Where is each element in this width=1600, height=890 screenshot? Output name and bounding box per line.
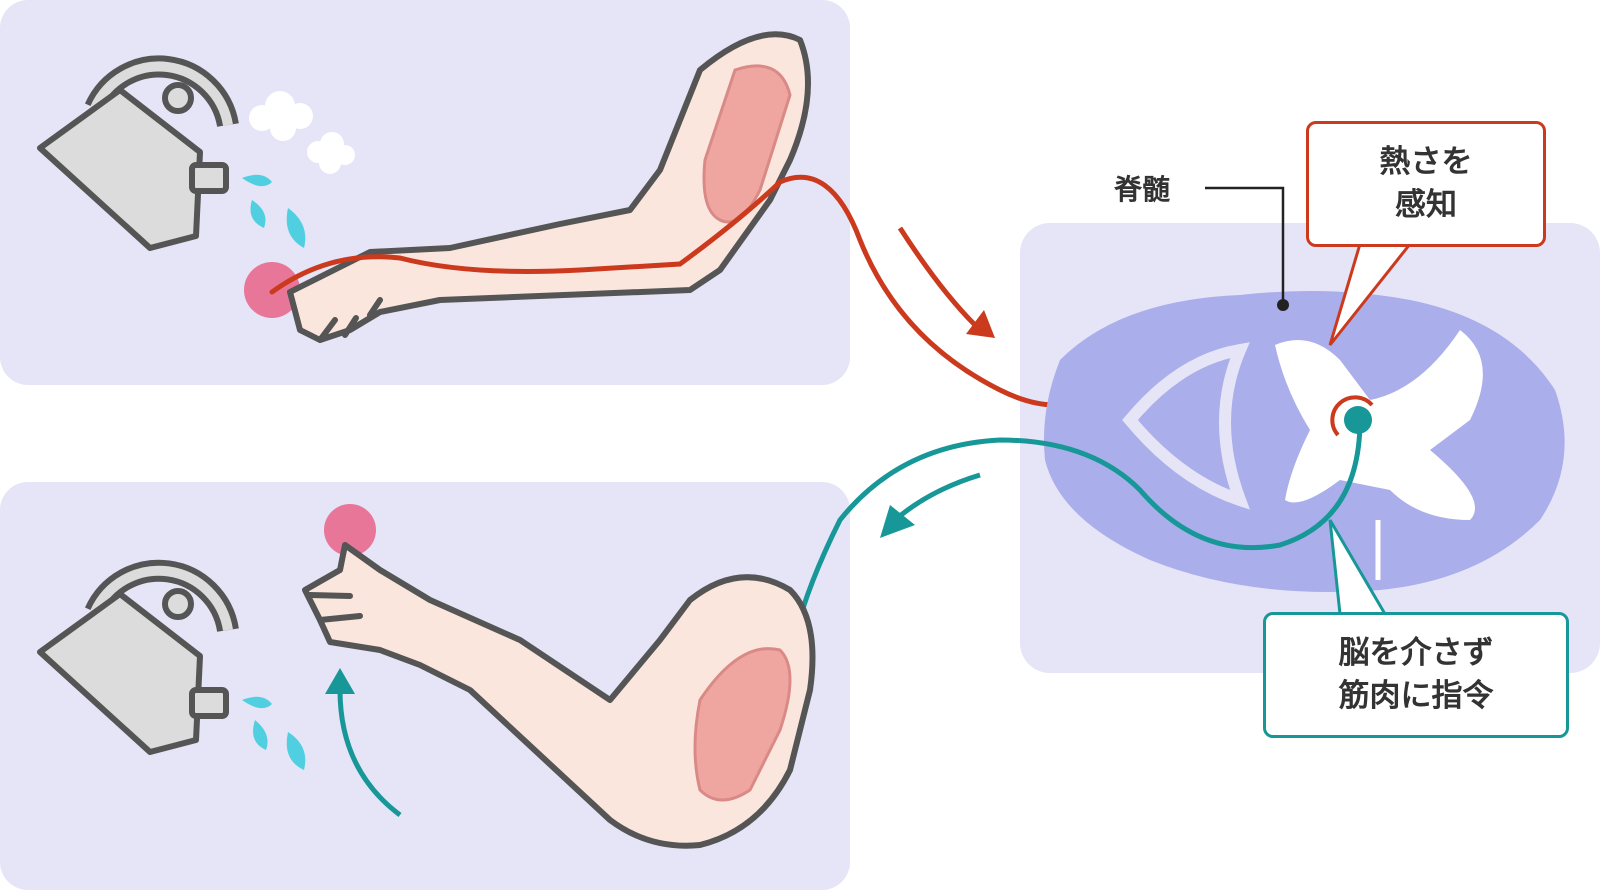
heat-spot-icon-bottom [324, 504, 376, 556]
water-drop-icon [242, 174, 306, 248]
detect-heat-line1: 熱さを [1379, 144, 1473, 180]
motor-direction-arrow [880, 472, 981, 538]
command-line1: 脳を介さず [1338, 635, 1494, 671]
command-line2: 筋肉に指令 [1338, 678, 1494, 714]
spinal-cord-gray-matter [1275, 330, 1483, 520]
steam-cloud-icon [249, 91, 355, 174]
withdraw-direction-arrow [325, 668, 402, 817]
bottom-arm [302, 542, 816, 849]
bottom-muscle [693, 647, 792, 802]
command-callout-tail [1328, 519, 1387, 615]
command-callout: 脳を介さず 筋肉に指令 [1263, 612, 1569, 738]
sensory-direction-arrow [897, 226, 995, 338]
spinal-cord-leader-line [1205, 186, 1285, 305]
water-drop-icon-bottom [242, 696, 306, 770]
detect-heat-line2: 感知 [1395, 187, 1457, 223]
motor-neuron-node [1344, 406, 1372, 434]
heat-callout-tail [1328, 243, 1412, 346]
spinal-cord-gray-matter-outline [1122, 342, 1251, 510]
kettle-icon-bottom [37, 559, 239, 755]
synapse-arc [1330, 395, 1374, 437]
kettle-icon [37, 55, 239, 251]
spinal-cord-leader-dot [1277, 299, 1289, 311]
detect-heat-callout: 熱さを 感知 [1306, 121, 1546, 247]
spinal-cord-label: 脊髄 [1114, 173, 1171, 206]
